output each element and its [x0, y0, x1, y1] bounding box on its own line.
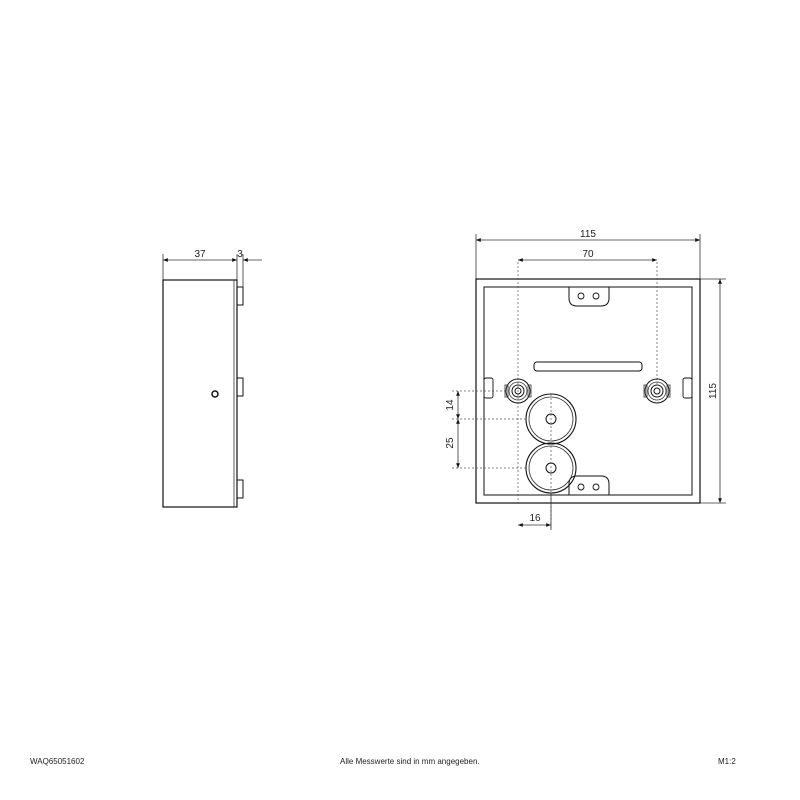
side-view-hole: [211, 390, 219, 398]
screw-boss-right: [643, 378, 671, 404]
dim-37-label: 37: [194, 249, 206, 260]
dim-14-label: 14: [445, 399, 456, 411]
side-view-body: [162, 279, 238, 508]
front-view-outer-frame: [475, 278, 701, 504]
top-notch: [568, 287, 610, 307]
dim-3-label: 3: [237, 249, 243, 260]
front-view: 115 70 115 14 25 16: [445, 229, 726, 530]
article-number: WAQ65051602: [30, 757, 85, 766]
side-view: 37 3: [162, 249, 262, 508]
dim-115-top-label: 115: [580, 229, 596, 240]
top-notch-hole-left: [577, 292, 585, 300]
bottom-notch-hole-right: [592, 483, 600, 491]
dim-115-right-label: 115: [708, 383, 719, 399]
dim-70-label: 70: [582, 249, 594, 260]
horizontal-slot: [533, 361, 643, 372]
side-view-tab-bottom: [236, 479, 244, 499]
scale-label: M1:2: [718, 757, 736, 766]
side-view-tab-middle: [236, 377, 244, 397]
side-slot-left: [483, 377, 494, 399]
dim-16-label: 16: [529, 513, 541, 524]
top-notch-hole-right: [592, 292, 600, 300]
measurement-note: Alle Messwerte sind in mm angegeben.: [340, 757, 480, 766]
side-slot-right: [682, 377, 693, 399]
dim-25-label: 25: [445, 437, 456, 449]
side-view-tab-top: [236, 286, 244, 306]
bottom-notch: [568, 475, 610, 495]
bottom-notch-hole-left: [577, 483, 585, 491]
